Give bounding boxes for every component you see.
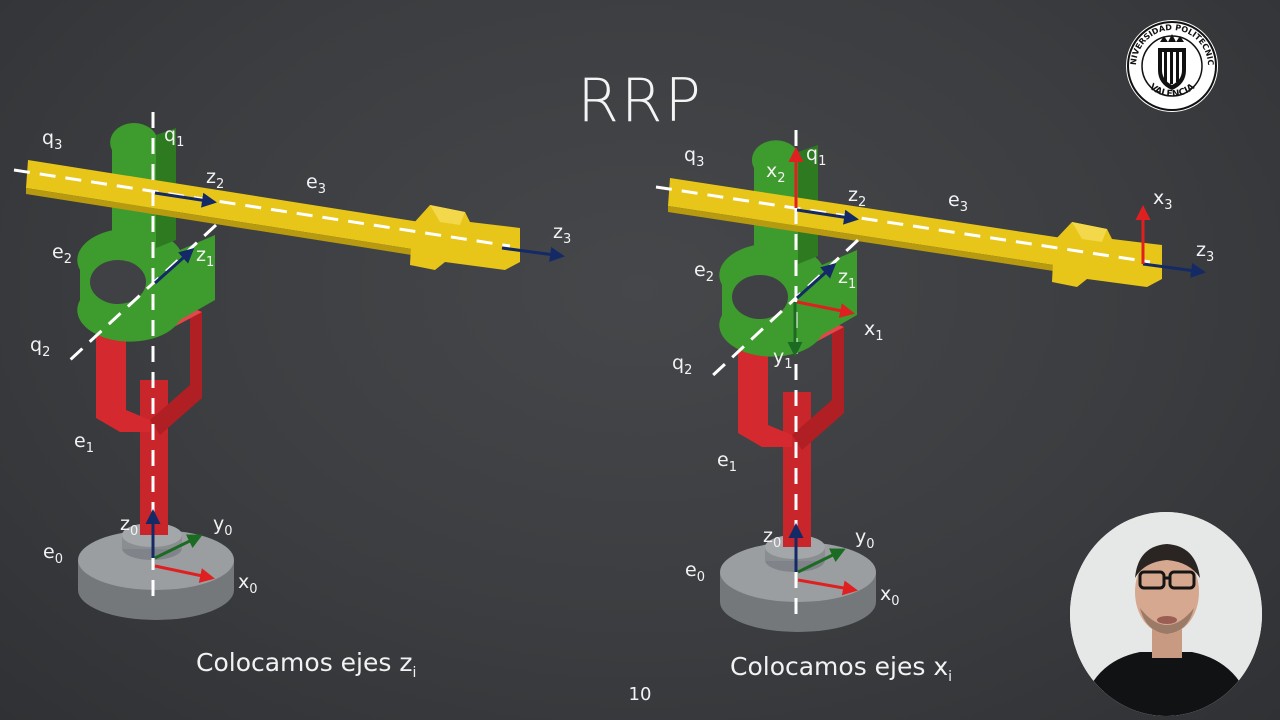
right-label-y0: y0 (855, 526, 875, 552)
right-label-x0: x0 (880, 583, 900, 609)
base-e0 (78, 523, 234, 620)
link-e3 (26, 160, 520, 270)
left-label-e2: e2 (52, 241, 72, 267)
right-robot-diagram: q3 x2 q1 z2 e3 x3 z3 e2 z1 x1 q2 y1 e1 z0 y0 e0 x0 (655, 130, 1214, 632)
axis-y0-arrow (797, 548, 846, 574)
right-label-x3: x3 (1153, 187, 1173, 213)
right-label-z3: z3 (1196, 239, 1214, 265)
page-number: 10 (628, 684, 652, 705)
slide-title: RRP (577, 66, 703, 136)
axis-z3-arrow (501, 246, 565, 262)
axis-z3-arrow (1142, 262, 1206, 278)
axis-z1-arrow (154, 248, 195, 285)
right-label-x2: x2 (766, 160, 786, 186)
left-label-y0: y0 (213, 513, 233, 539)
axis-z2-arrow (796, 208, 859, 225)
right-label-z2: z2 (848, 184, 866, 210)
left-label-x0: x0 (238, 571, 258, 597)
right-caption: Colocamos ejes xi (730, 652, 953, 685)
right-label-y1: y1 (773, 346, 793, 372)
right-label-q2: q2 (672, 352, 692, 378)
axis-x0-arrow (154, 564, 215, 583)
right-label-e3: e3 (948, 189, 968, 215)
right-label-q1: q1 (806, 143, 826, 169)
right-label-q3: q3 (684, 144, 704, 170)
axis-x0-arrow (797, 578, 858, 596)
right-label-z1: z1 (838, 266, 856, 292)
right-label-e2: e2 (694, 259, 714, 285)
link-e2 (77, 123, 215, 342)
left-label-q3: q3 (42, 127, 62, 153)
link-e3 (668, 178, 1162, 287)
left-label-e3: e3 (306, 171, 326, 197)
left-label-z2: z2 (206, 166, 224, 192)
axis-x1-arrow (796, 300, 855, 319)
seal-icon: UNIVERSIDAD POLITECNICA VALENCIA (1124, 18, 1218, 112)
left-label-e1: e1 (74, 430, 94, 456)
right-label-x1: x1 (864, 318, 884, 344)
presenter-avatar (1070, 512, 1262, 716)
university-logo: UNIVERSIDAD POLITECNICA VALENCIA (1124, 18, 1220, 114)
right-label-z0: z0 (763, 525, 781, 551)
axis-y0-arrow (154, 534, 203, 560)
right-label-e1: e1 (717, 449, 737, 475)
left-label-z3: z3 (553, 221, 571, 247)
left-caption: Colocamos ejes zi (196, 648, 417, 681)
frame-arrows (787, 147, 1206, 596)
dashed-joint-axes (13, 112, 511, 600)
base-e0 (720, 535, 876, 632)
left-label-q2: q2 (30, 334, 50, 360)
axis-z2-arrow (154, 191, 217, 208)
right-label-e0: e0 (685, 559, 705, 585)
left-label-q1: q1 (164, 124, 184, 150)
svg-text:VALENCIA: VALENCIA (1147, 82, 1196, 99)
axis-z1-arrow (796, 263, 837, 300)
left-label-z1: z1 (196, 244, 214, 270)
left-robot-diagram: q3 q1 z2 e3 z3 e2 z1 q2 e1 z0 y0 e0 x0 (13, 112, 571, 620)
frame-arrows (145, 191, 565, 583)
left-label-z0: z0 (120, 513, 138, 539)
link-e2 (719, 140, 857, 357)
left-label-e0: e0 (43, 541, 63, 567)
presenter-webcam (1070, 512, 1262, 716)
